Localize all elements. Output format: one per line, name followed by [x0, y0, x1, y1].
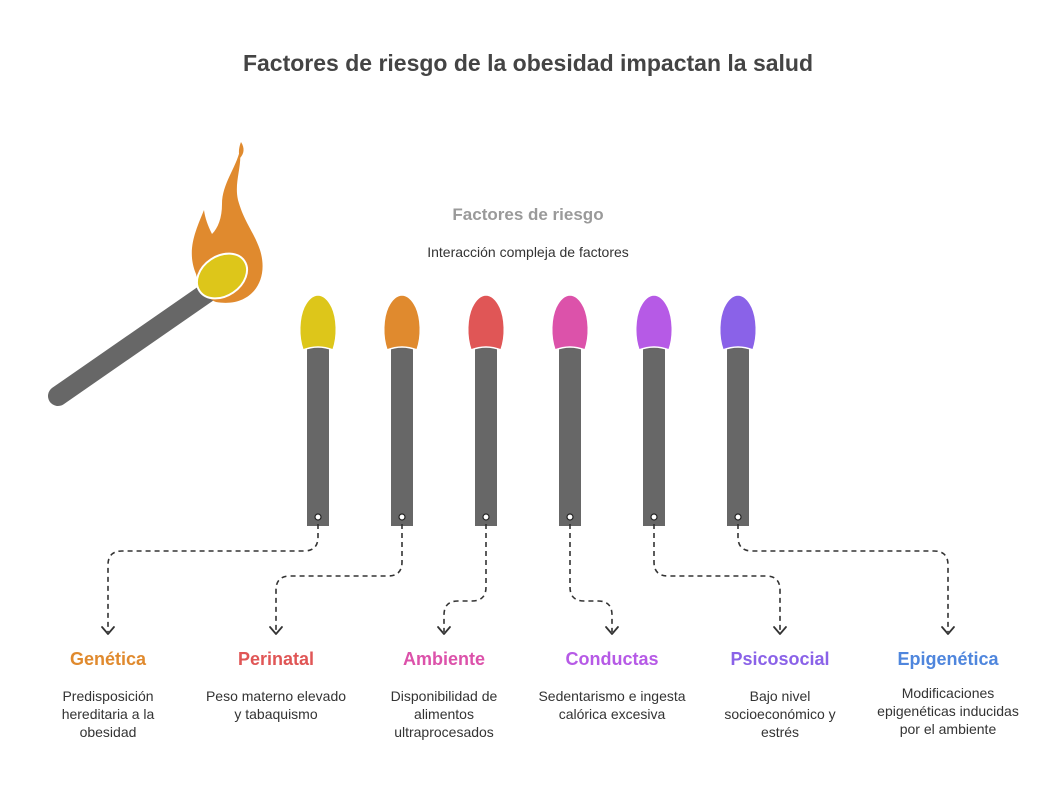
- arrow-down-icon: [605, 626, 619, 635]
- center-subtitle: Interacción compleja de factores: [427, 244, 629, 260]
- connector-epigenetica: [737, 524, 955, 635]
- connector-dot: [398, 513, 406, 521]
- match-genetica: [299, 294, 337, 526]
- match-head: [635, 294, 673, 351]
- match-psicosocial: [635, 294, 673, 526]
- connector-dot: [734, 513, 742, 521]
- connector-line: [653, 524, 781, 632]
- match-epigenetica: [719, 294, 757, 526]
- arrow-down-icon: [269, 626, 283, 635]
- factor-name-conductas: Conductas: [565, 649, 659, 669]
- factor-description-conductas: Sedentarismo e ingesta calórica excesiva: [538, 688, 686, 722]
- arrow-down-icon: [773, 626, 787, 635]
- factor-description-psicosocial: Bajo nivel socioeconómico y estrés: [724, 688, 836, 740]
- connector-dot: [566, 513, 574, 521]
- match-row: [299, 294, 757, 526]
- factor-description-perinatal: Peso materno elevado y tabaquismo: [205, 688, 347, 722]
- match-conductas: [551, 294, 589, 526]
- page-title: Factores de riesgo de la obesidad impact…: [242, 50, 814, 76]
- match-stick: [475, 346, 497, 526]
- factor-name-ambiente: Ambiente: [402, 649, 485, 669]
- burning-match-stick: [48, 282, 218, 406]
- arrow-down-icon: [941, 626, 955, 635]
- factor-name-epigenetica: Epigenética: [897, 649, 999, 669]
- match-head: [551, 294, 589, 351]
- connector-line: [275, 524, 403, 632]
- connector-line: [443, 524, 487, 632]
- factor-description-ambiente: Disponibilidad de alimentos ultraprocesa…: [390, 688, 498, 740]
- factor-name-perinatal: Perinatal: [237, 649, 315, 669]
- connector-dot: [314, 513, 322, 521]
- factor-name-psicosocial: Psicosocial: [730, 649, 830, 669]
- match-stick: [727, 346, 749, 526]
- match-head: [383, 294, 421, 351]
- connector-perinatal: [269, 524, 403, 635]
- factor-name-genetica: Genética: [69, 649, 147, 669]
- burning-match: [48, 142, 263, 406]
- connector-conductas: [569, 524, 619, 635]
- burning-match-head: [195, 252, 249, 300]
- arrow-down-icon: [437, 626, 451, 635]
- factor-description-epigenetica: Modificaciones epigenéticas inducidas po…: [877, 685, 1019, 737]
- connector-dot: [482, 513, 490, 521]
- connector-line: [569, 524, 613, 632]
- match-stick: [643, 346, 665, 526]
- match-head: [719, 294, 757, 351]
- connector-ambiente: [437, 524, 487, 635]
- match-stick: [559, 346, 581, 526]
- match-head: [467, 294, 505, 351]
- connector-line: [107, 524, 319, 632]
- connector-dot: [650, 513, 658, 521]
- flame-tip-icon: [238, 142, 244, 158]
- connector-lines: [101, 524, 955, 635]
- match-ambiente: [467, 294, 505, 526]
- center-title: Factores de riesgo: [452, 205, 604, 224]
- match-perinatal: [383, 294, 421, 526]
- arrow-down-icon: [101, 626, 115, 635]
- factor-description-genetica: Predisposición hereditaria a la obesidad: [61, 688, 155, 740]
- connector-line: [737, 524, 949, 632]
- connector-genetica: [101, 524, 319, 635]
- match-stick: [391, 346, 413, 526]
- match-head: [299, 294, 337, 351]
- connector-psicosocial: [653, 524, 787, 635]
- match-stick: [307, 346, 329, 526]
